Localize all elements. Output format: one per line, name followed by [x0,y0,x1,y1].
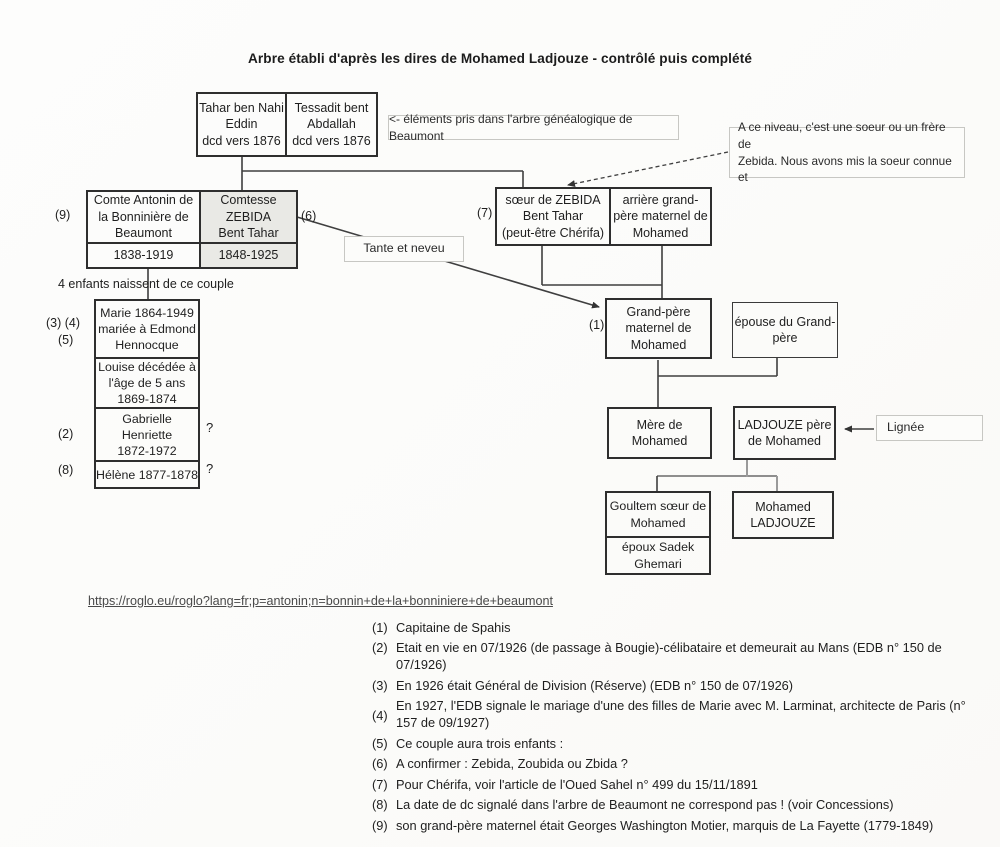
footnote-num: (2) [372,640,388,656]
footnote-6: (6) A confirmer : Zebida, Zoubida ou Zbi… [372,756,996,773]
footnote-text: La date de dc signalé dans l'arbre de Be… [396,797,894,813]
footnote-num: (7) [372,776,388,792]
lignee-label: Lignée [876,415,983,441]
footnote-1: (1) Capitaine de Spahis [372,620,996,637]
node-mere: Mère de Mohamed [607,407,712,459]
footnotes-list: (1) Capitaine de Spahis (2) Etait en vie… [372,620,996,838]
ref-8: (8) [58,463,74,477]
beaumont-elements-note: <- éléments pris dans l'arbre généalogiq… [388,112,679,143]
ref-1: (1) [589,318,605,332]
node-goultem-epoux: époux Sadek Ghemari [621,540,695,571]
footnote-num: (6) [372,756,388,772]
roglo-link[interactable]: https://roglo.eu/roglo?lang=fr;p=antonin… [88,594,553,608]
tante-neveu-label: Tante et neveu [344,236,464,262]
footnote-3: (3) En 1926 était Général de Division (R… [372,678,996,695]
footnote-num: (3) [372,677,388,693]
footnote-4: (4) En 1927, l'EDB signale le mariage d'… [372,698,996,732]
node-comtesse-years: 1848-1925 [201,244,296,267]
ref-6: (6) [301,209,317,223]
niveau-note: A ce niveau, c'est une soeur ou un frère… [729,120,965,184]
node-ladjouze-pere: LADJOUZE père de Mohamed [733,406,836,460]
ref-2: (2) [58,427,74,441]
children-caption: 4 enfants naissent de ce couple [58,277,234,291]
footnote-7: (7) Pour Chérifa, voir l'article de l'Ou… [372,777,996,794]
node-arriere-grandpere: arrière grand- père maternel de Mohamed [613,192,708,240]
node-top-couple: Tahar ben Nahi Eddin dcd vers 1876 Tessa… [196,92,378,157]
children-stack: Marie 1864-1949 mariée à Edmond Hennocqu… [94,299,200,490]
footnote-text: En 1927, l'EDB signale le mariage d'une … [396,698,966,731]
page-title: Arbre établi d'après les dires de Mohame… [248,51,752,66]
footnote-num: (5) [372,735,388,751]
footnote-text: Pour Chérifa, voir l'article de l'Oued S… [396,776,758,792]
footnote-9: (9) son grand-père maternel était George… [372,818,996,835]
roglo-link-row: https://roglo.eu/roglo?lang=fr;p=antonin… [88,592,553,610]
ref-7: (7) [477,206,493,220]
node-louise: Louise décédée à l'âge de 5 ans 1869-187… [96,359,198,410]
footnote-text: A confirmer : Zebida, Zoubida ou Zbida ? [396,756,628,772]
question-mark-gabrielle: ? [206,420,214,435]
node-goultem-box: Goultem sœur de Mohamed époux Sadek Ghem… [605,491,711,575]
node-comte-antonin: Comte Antonin de la Bonninière de Beaumo… [88,192,201,244]
footnote-num: (9) [372,817,388,833]
footnote-text: Etait en vie en 07/1926 (de passage à Bo… [396,640,942,673]
footnote-text: son grand-père maternel était Georges Wa… [396,817,934,833]
footnote-2: (2) Etait en vie en 07/1926 (de passage … [372,640,996,674]
node-marie: Marie 1864-1949 mariée à Edmond Hennocqu… [96,301,198,359]
ref-3-4: (3) (4) [46,316,81,330]
node-soeur-couple: sœur de ZEBIDA Bent Tahar (peut-être Ché… [495,187,712,246]
ref-9: (9) [55,208,71,222]
node-comte-years: 1838-1919 [88,244,201,267]
footnote-num: (1) [372,620,388,635]
footnote-text: En 1926 était Général de Division (Réser… [396,677,794,693]
footnote-text: Capitaine de Spahis [396,620,511,635]
question-mark-helene: ? [206,461,214,476]
footnote-num: (4) [372,707,388,723]
node-tessadit: Tessadit bent Abdallah dcd vers 1876 [292,100,371,148]
footnote-num: (8) [372,797,388,813]
beaumont-elements-note-text: <- éléments pris dans l'arbre généalogiq… [389,111,633,143]
node-gabrielle: Gabrielle Henriette 1872-1972 [96,409,198,463]
footnote-8: (8) La date de dc signalé dans l'arbre d… [372,797,996,814]
ref-5: (5) [58,333,74,347]
node-beaumont-couple: Comte Antonin de la Bonninière de Beaumo… [86,190,298,269]
node-tahar: Tahar ben Nahi Eddin dcd vers 1876 [198,94,287,155]
node-comtesse-zebida: Comtesse ZEBIDA Bent Tahar [201,192,296,244]
node-grandpere: Grand-père maternel de Mohamed [605,298,712,359]
node-goultem: Goultem sœur de Mohamed [607,493,709,538]
node-soeur-zebida: sœur de ZEBIDA Bent Tahar (peut-être Ché… [497,189,611,244]
node-epouse-grandpere: épouse du Grand- père [732,302,838,358]
node-helene: Hélène 1877-1878 [96,467,198,482]
node-mohamed-ladjouze: Mohamed LADJOUZE [732,491,834,539]
footnote-5: (5) Ce couple aura trois enfants : [372,736,996,753]
footnote-text: Ce couple aura trois enfants : [396,735,564,751]
